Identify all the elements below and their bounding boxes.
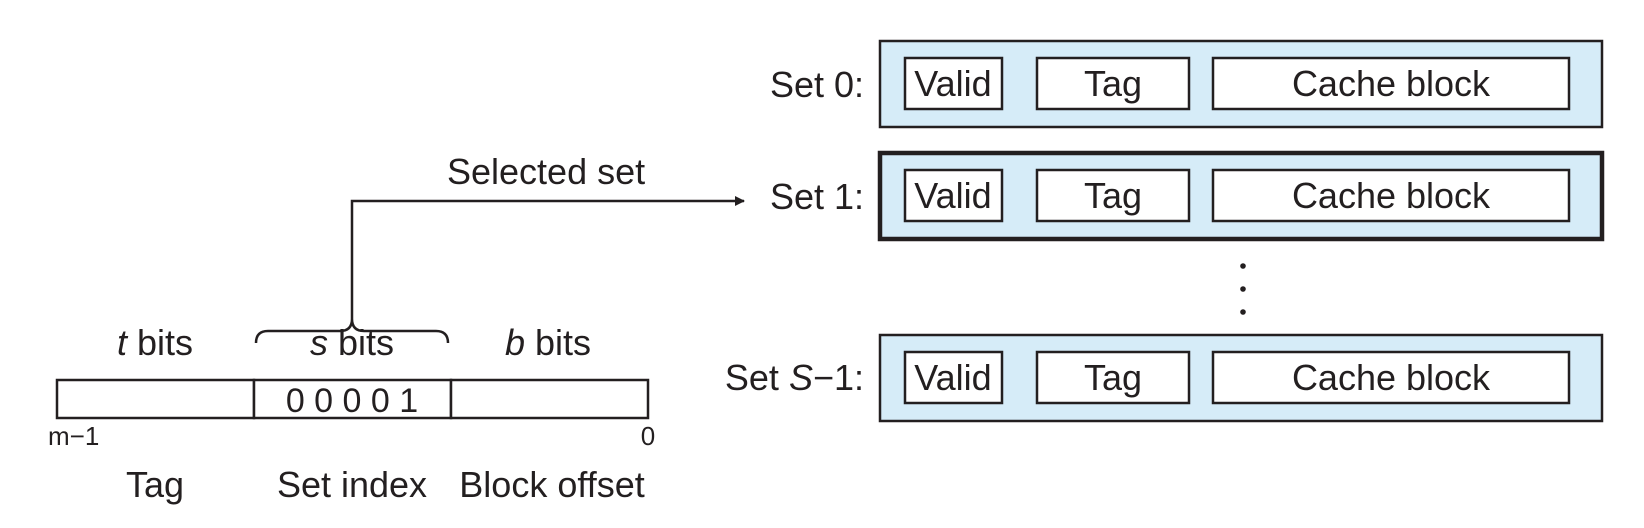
address-layout: t bits s bits b bits 0 0 0 0 1 m−1 0 Tag… xyxy=(48,151,745,505)
valid-field xyxy=(903,168,1004,223)
cache-block-field xyxy=(1211,350,1571,405)
selected-set-arrow xyxy=(350,196,745,319)
tag-label: Tag xyxy=(1084,63,1142,104)
cache-block-label: Cache block xyxy=(1292,63,1491,104)
tag-label: Tag xyxy=(1084,357,1142,398)
t-bits-label: t bits xyxy=(117,322,193,363)
tag-field xyxy=(1035,56,1191,111)
block-offset-field-name: Block offset xyxy=(459,464,644,505)
cache-block-field xyxy=(1211,168,1571,223)
cache-block-label: Cache block xyxy=(1292,175,1491,216)
set-index-value: 0 0 0 0 1 xyxy=(286,382,418,420)
valid-field xyxy=(903,56,1004,111)
lsb-label: 0 xyxy=(641,421,655,451)
tag-field xyxy=(55,378,256,420)
set-row-1: Set 1: Valid Tag Cache block xyxy=(770,150,1605,242)
s-bits-label: s bits xyxy=(310,322,394,363)
cache-block-label: Cache block xyxy=(1292,357,1491,398)
tag-field xyxy=(1035,168,1191,223)
tag-field-name: Tag xyxy=(126,464,184,505)
valid-label: Valid xyxy=(914,357,991,398)
block-offset-field xyxy=(449,378,650,420)
set-label: Set S−1: xyxy=(725,357,864,398)
valid-label: Valid xyxy=(914,63,991,104)
ellipsis xyxy=(1240,263,1246,315)
set-index-field xyxy=(252,378,453,420)
tag-label: Tag xyxy=(1084,175,1142,216)
set-row-0: Set 0: Valid Tag Cache block xyxy=(770,39,1604,129)
selected-set-label: Selected set xyxy=(447,151,645,192)
valid-field xyxy=(903,350,1004,405)
tag-field xyxy=(1035,350,1191,405)
valid-label: Valid xyxy=(914,175,991,216)
set-row-last: Set S−1: Valid Tag Cache block xyxy=(725,333,1604,423)
b-bits-label: b bits xyxy=(505,322,591,363)
cache-block-field xyxy=(1211,56,1571,111)
msb-label: m−1 xyxy=(48,421,99,451)
set-label: Set 1: xyxy=(770,176,864,217)
set-index-field-name: Set index xyxy=(277,464,427,505)
cache-sets: Set 0: Valid Tag Cache block Set 1: Vali… xyxy=(725,39,1605,423)
set-label: Set 0: xyxy=(770,64,864,105)
